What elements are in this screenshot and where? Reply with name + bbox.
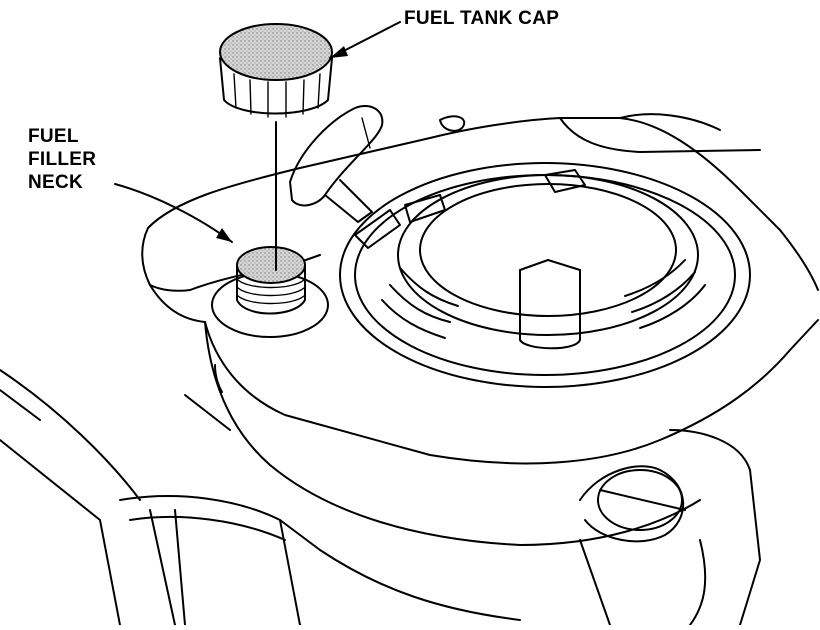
recoil-starter	[339, 162, 751, 388]
starter-handle	[289, 105, 384, 223]
fuel-tank-cap-label: FUEL TANK CAP	[404, 8, 560, 29]
fuel-filler-neck-label-line-1: FUEL	[28, 126, 79, 147]
engine-housing	[141, 113, 819, 546]
fuel-tank-cap	[219, 23, 333, 118]
fuel-filler-neck-label-line-2: FILLER	[28, 149, 97, 170]
lower-hardware	[0, 369, 761, 626]
fuel-filler-neck-label-line-3: NECK	[28, 172, 84, 193]
neck-leader-arrow	[114, 183, 233, 243]
fuel-filler-neck	[211, 246, 329, 338]
cap-leader-arrow	[329, 21, 401, 59]
